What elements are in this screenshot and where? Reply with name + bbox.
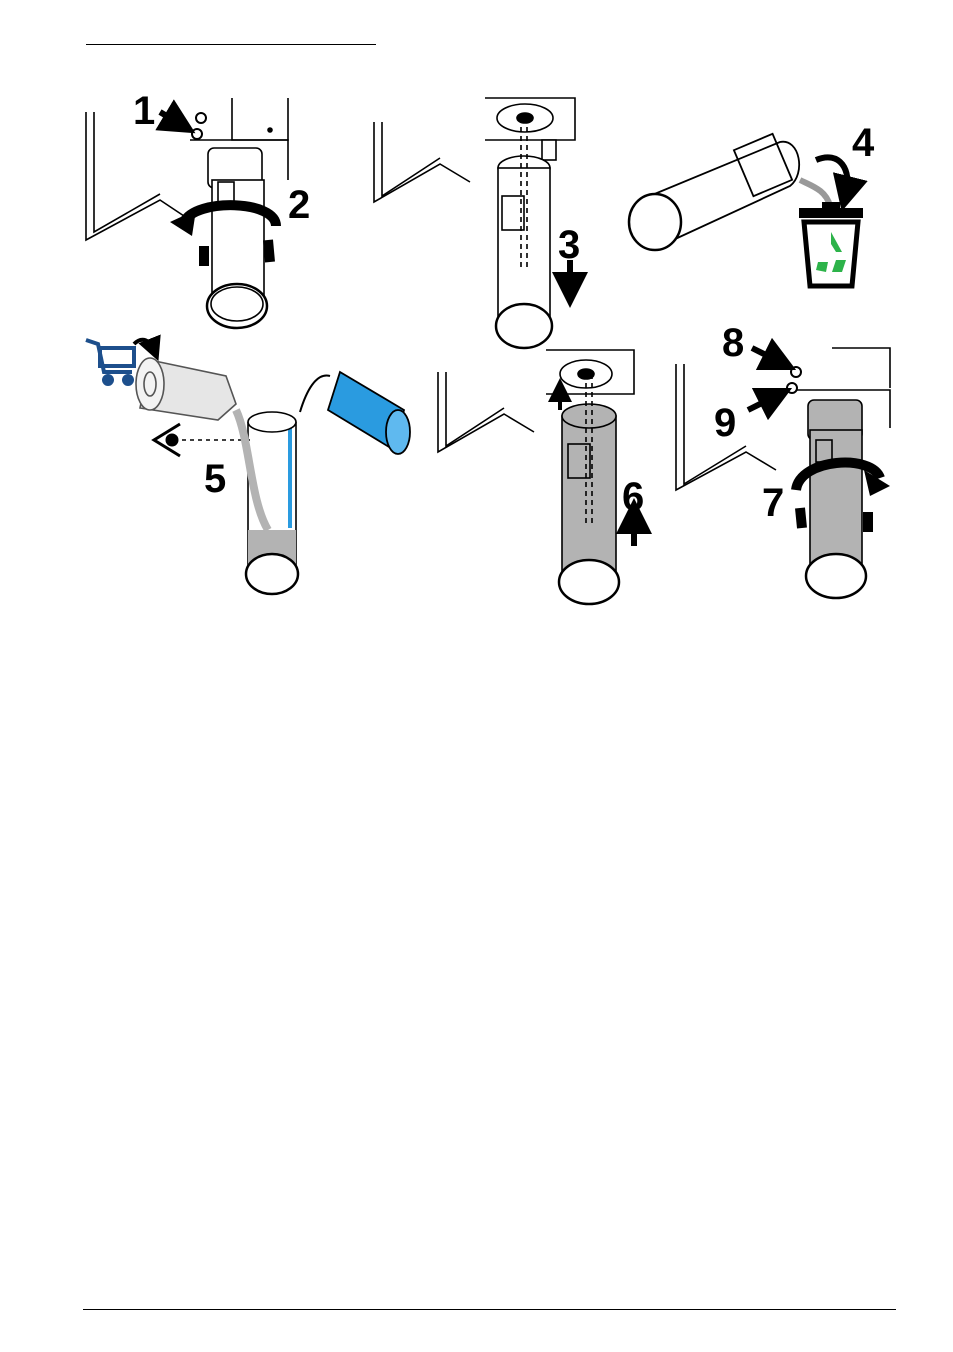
step-3-number: 3 [558, 223, 580, 267]
step-7-number: 7 [762, 481, 784, 525]
footer-rule [83, 1309, 896, 1310]
step-4-number: 4 [852, 121, 875, 165]
wash-bottle [290, 372, 410, 528]
panel-push-up [438, 350, 634, 604]
new-bottle [136, 358, 236, 420]
panel-discard [629, 134, 830, 250]
step-9-number: 9 [714, 401, 736, 445]
arrow-icon [134, 340, 154, 350]
arrow-icon [748, 396, 776, 410]
shopping-cart-icon [86, 340, 134, 384]
step-8-number: 8 [722, 321, 744, 365]
arrow-icon [752, 348, 780, 362]
trash-can-icon [799, 202, 863, 286]
panel-pull-down [374, 98, 575, 348]
recycle-icon [816, 232, 846, 272]
step-6-number: 6 [622, 475, 644, 519]
arrow-icon [160, 112, 180, 124]
eye-icon [154, 424, 180, 456]
panel-install-bottle [676, 348, 890, 598]
step-2-number: 2 [288, 183, 310, 227]
step-1-number: 1 [133, 89, 155, 133]
step-5-number: 5 [204, 457, 226, 501]
